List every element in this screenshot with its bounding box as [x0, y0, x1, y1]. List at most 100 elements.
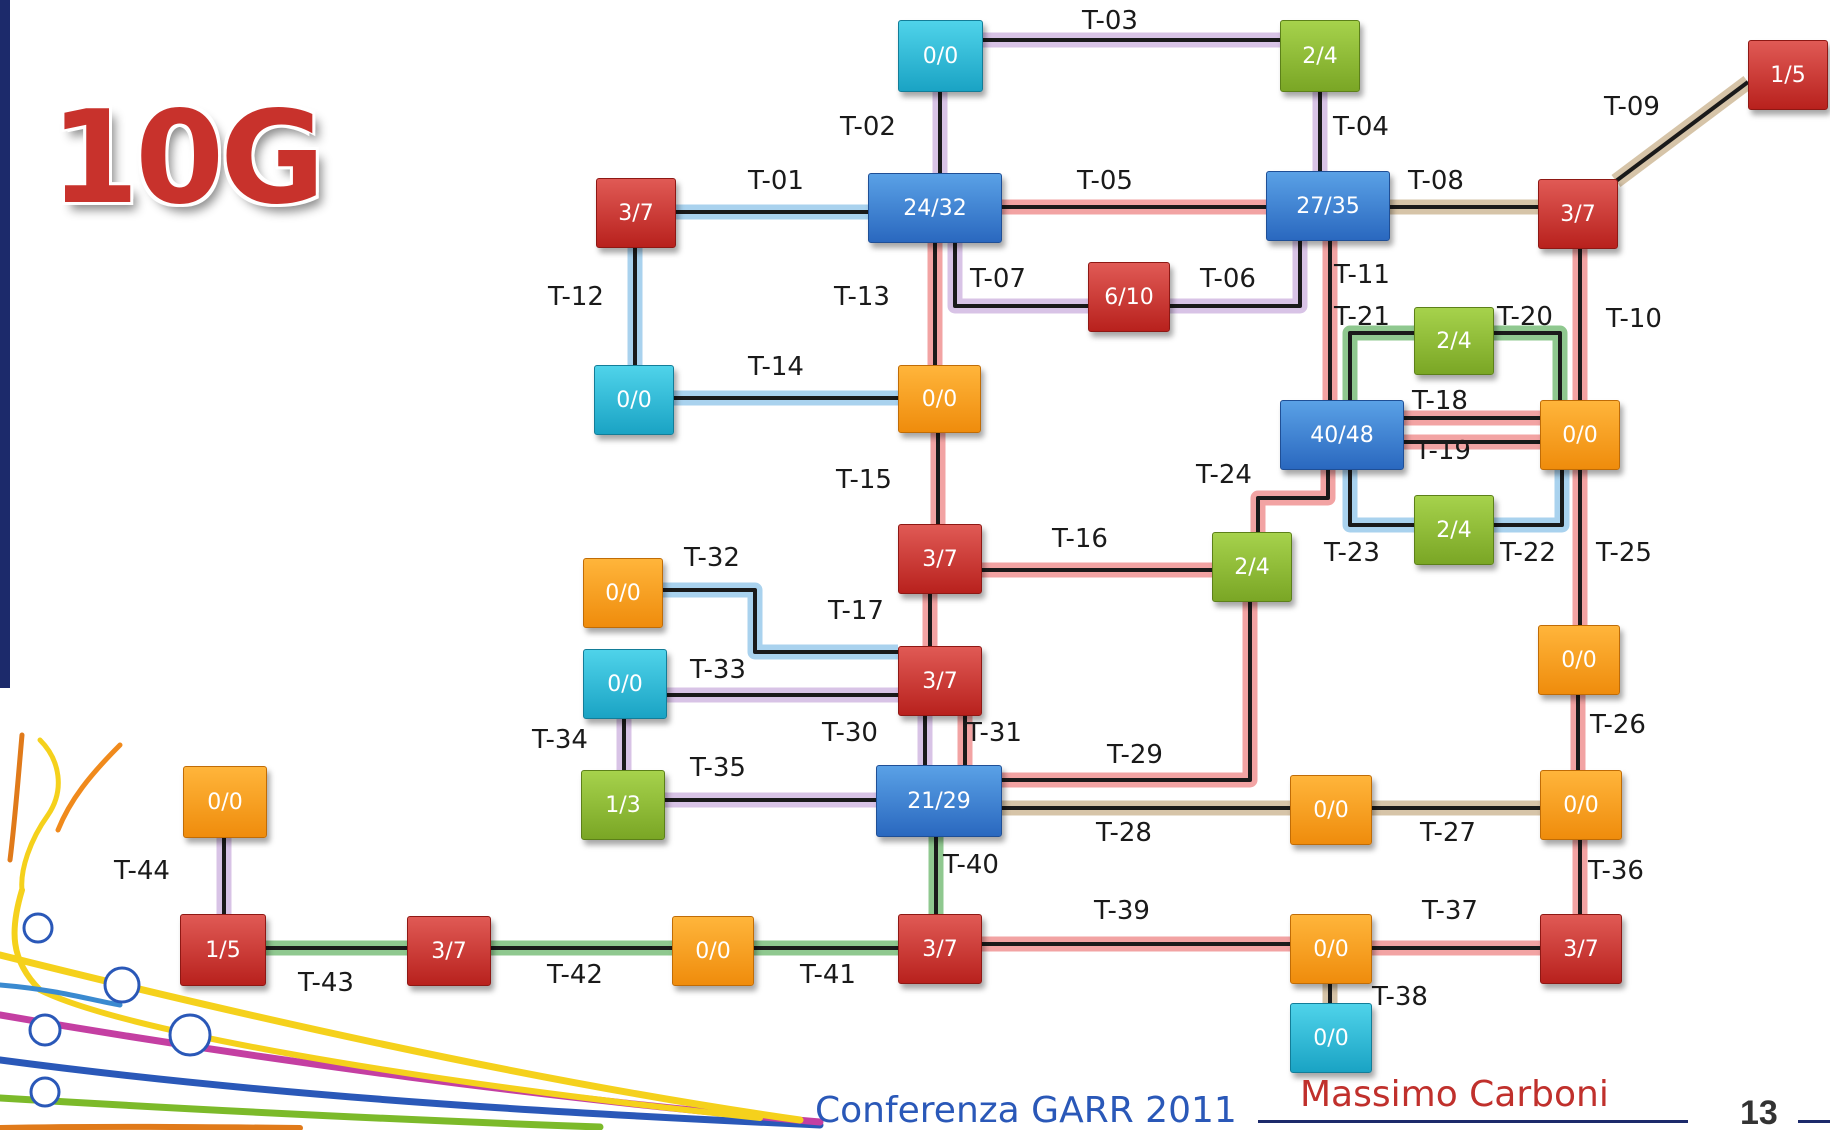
network-node: 2/4 — [1212, 532, 1292, 602]
link-label: T-43 — [298, 968, 354, 998]
network-node: 3/7 — [596, 178, 676, 248]
link-label: T-38 — [1372, 982, 1428, 1012]
link-label: T-30 — [822, 718, 878, 748]
network-node: 24/32 — [868, 173, 1002, 243]
link-t-23 — [1348, 468, 1414, 527]
network-node: 0/0 — [183, 766, 267, 838]
link-label: T-14 — [748, 352, 804, 382]
footer-divider — [1258, 1120, 1688, 1123]
link-label: T-13 — [834, 282, 890, 312]
footer-divider-end — [1798, 1120, 1830, 1123]
link-t-06 — [1168, 239, 1302, 308]
network-node: 0/0 — [1540, 770, 1622, 840]
link-halo-t-22 — [1492, 468, 1570, 533]
slide-title: 10G — [50, 84, 325, 233]
link-label: T-11 — [1334, 260, 1390, 290]
link-halo-t-23 — [1342, 468, 1414, 533]
network-node: 3/7 — [407, 916, 491, 986]
network-node: 3/7 — [1540, 914, 1622, 984]
network-node: 0/0 — [898, 365, 981, 433]
link-label: T-02 — [840, 112, 896, 142]
link-t-32 — [661, 588, 898, 654]
slide-left-border — [0, 0, 10, 688]
link-label: T-15 — [836, 465, 892, 495]
network-node: 3/7 — [898, 646, 982, 716]
link-label: T-01 — [748, 166, 804, 196]
link-label: T-26 — [1590, 710, 1646, 740]
link-label: T-09 — [1604, 92, 1660, 122]
transit-station-icons — [22, 912, 212, 1108]
link-t-24 — [1256, 468, 1330, 532]
link-label: T-18 — [1412, 386, 1468, 416]
network-node: 0/0 — [898, 20, 983, 92]
network-node: 3/7 — [898, 914, 982, 984]
link-label: T-41 — [800, 960, 856, 990]
link-t-20 — [1492, 331, 1562, 400]
link-label: T-06 — [1200, 264, 1256, 294]
network-node: 0/0 — [594, 365, 674, 435]
link-label: T-31 — [966, 718, 1022, 748]
link-label: T-42 — [547, 960, 603, 990]
footer-author: Massimo Carboni — [1300, 1074, 1609, 1115]
link-label: T-08 — [1408, 166, 1464, 196]
network-node: 0/0 — [1290, 914, 1372, 984]
link-label: T-03 — [1082, 6, 1138, 36]
network-node: 0/0 — [1538, 625, 1620, 695]
network-node: 0/0 — [1540, 400, 1620, 470]
footer-conference: Conferenza GARR 2011 — [815, 1090, 1237, 1131]
network-node: 2/4 — [1280, 20, 1360, 92]
link-label: T-12 — [548, 282, 604, 312]
link-label: T-44 — [114, 856, 170, 886]
link-t-07 — [953, 241, 1088, 308]
link-label: T-37 — [1422, 896, 1478, 926]
network-node: 3/7 — [898, 524, 982, 594]
network-node: 40/48 — [1280, 400, 1404, 470]
link-label: T-22 — [1500, 538, 1556, 568]
network-node: 3/7 — [1538, 179, 1618, 249]
network-node: 0/0 — [583, 649, 667, 719]
link-label: T-20 — [1497, 302, 1553, 332]
network-node: 0/0 — [583, 558, 663, 628]
link-label: T-27 — [1420, 818, 1476, 848]
network-node: 6/10 — [1088, 262, 1170, 332]
link-label: T-10 — [1606, 304, 1662, 334]
network-node: 2/4 — [1414, 307, 1494, 375]
network-node: 0/0 — [672, 916, 754, 986]
link-label: T-17 — [828, 596, 884, 626]
link-label: T-40 — [943, 850, 999, 880]
link-label: T-19 — [1415, 436, 1471, 466]
link-t-09 — [1614, 80, 1750, 183]
link-label: T-32 — [684, 543, 740, 573]
network-node: 1/5 — [180, 914, 266, 986]
link-label: T-29 — [1107, 740, 1163, 770]
link-halo-t-21 — [1342, 325, 1414, 400]
link-label: T-34 — [532, 725, 588, 755]
link-t-21 — [1348, 331, 1414, 400]
link-t-29 — [1000, 600, 1252, 782]
link-label: T-23 — [1324, 538, 1380, 568]
link-halo-t-20 — [1492, 325, 1568, 400]
link-label: T-21 — [1334, 302, 1390, 332]
link-label: T-25 — [1596, 538, 1652, 568]
link-label: T-36 — [1588, 856, 1644, 886]
network-node: 21/29 — [876, 765, 1002, 837]
network-node: 0/0 — [1290, 775, 1372, 845]
page-number: 13 — [1740, 1094, 1778, 1132]
link-label: T-35 — [690, 753, 746, 783]
link-label: T-39 — [1094, 896, 1150, 926]
link-label: T-07 — [970, 264, 1026, 294]
link-label: T-28 — [1096, 818, 1152, 848]
link-label: T-24 — [1196, 460, 1252, 490]
link-label: T-33 — [690, 655, 746, 685]
link-t-22 — [1492, 468, 1564, 527]
network-node: 1/3 — [581, 770, 665, 840]
link-label: T-16 — [1052, 524, 1108, 554]
network-node: 1/5 — [1748, 40, 1828, 110]
network-node: 2/4 — [1414, 495, 1494, 565]
link-label: T-05 — [1077, 166, 1133, 196]
network-node: 0/0 — [1290, 1003, 1372, 1073]
link-label: T-04 — [1333, 112, 1389, 142]
